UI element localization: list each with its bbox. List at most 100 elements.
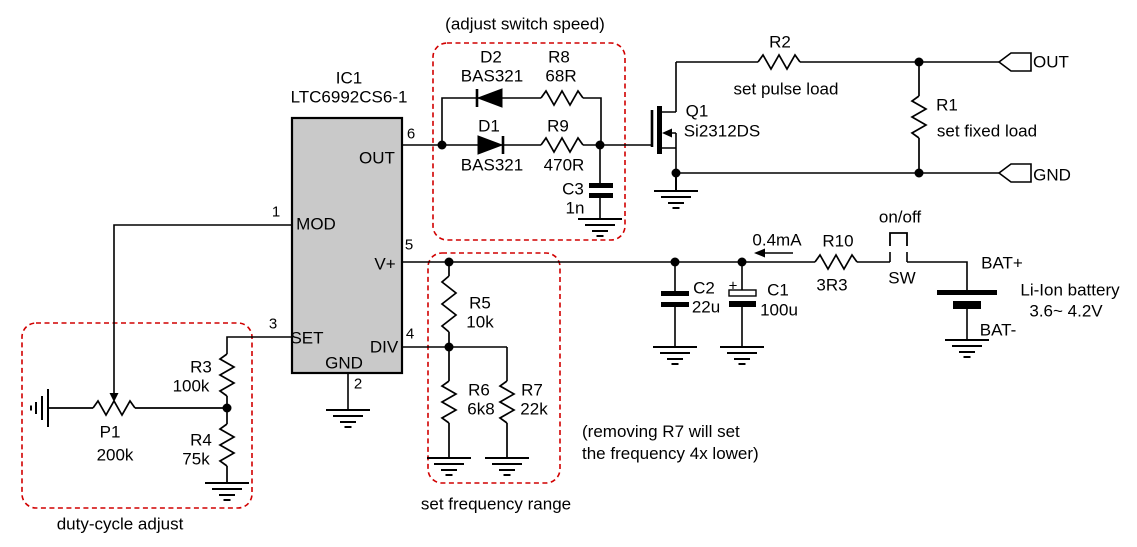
p1-ref: P1: [99, 422, 121, 442]
annotation-duty-cycle: duty-cycle adjust: [56, 514, 184, 534]
switch-sw-symbol: [889, 232, 908, 246]
r10-ref: R10: [822, 231, 854, 251]
terminal-gnd-flag: [997, 163, 1032, 183]
annotation-adjust-switch-speed: (adjust switch speed): [445, 14, 605, 34]
ic-pin-label-mod: MOD: [296, 214, 336, 234]
ground-symbol-q1: [654, 173, 698, 209]
r9-value: 470R: [543, 155, 585, 175]
junction-dots: [222, 57, 924, 413]
ic-pin-label-div: DIV: [369, 337, 399, 357]
sw-ref: SW: [888, 268, 916, 288]
capacitor-c2-symbol: [661, 262, 689, 347]
c1-ref: C1: [767, 280, 789, 300]
r5-ref: R5: [469, 293, 491, 313]
sw-note: on/off: [878, 207, 922, 227]
battery-name: Li-Ion battery: [1020, 280, 1120, 300]
r10-value: 3R3: [816, 275, 848, 295]
r3-ref: R3: [190, 357, 212, 377]
ground-symbol-ic: [326, 409, 370, 428]
ground-symbol-c2: [653, 346, 697, 365]
diode-d2-symbol: [475, 88, 503, 108]
r1-note: set fixed load: [936, 121, 1038, 141]
resistor-r7-symbol: [498, 380, 516, 458]
annotation-removing-r7: (removing R7 will set the frequency 4x l…: [582, 421, 759, 465]
resistor-r1-symbol: [910, 62, 928, 173]
wire-set-net: [226, 336, 292, 354]
r6-ref: R6: [468, 380, 490, 400]
r4-ref: R4: [190, 430, 212, 450]
pin-number-2: 2: [353, 375, 363, 393]
d1-ref: D1: [478, 116, 500, 136]
pin-number-4: 4: [405, 325, 415, 343]
capacitor-c3-symbol: [589, 183, 613, 198]
d2-part: BAS321: [460, 66, 524, 86]
terminal-bat-minus-label: BAT-: [979, 320, 1017, 340]
p1-wiper-arrow: [109, 393, 119, 402]
current-label: 0.4mA: [752, 230, 802, 250]
pin-number-6: 6: [406, 125, 416, 143]
resistor-r9-symbol: [540, 136, 584, 154]
r2-ref: R2: [769, 32, 791, 52]
annotation-freq-range: set frequency range: [420, 494, 572, 514]
annotation-box-freq-range: [427, 252, 561, 484]
c1-polarity: +: [728, 277, 738, 295]
diode-d1-symbol: [477, 135, 505, 155]
current-arrow: [754, 248, 793, 258]
ground-symbol-c3: [578, 218, 622, 237]
annotation-box-duty-cycle: [21, 322, 253, 509]
terminal-out-flag: [997, 52, 1032, 72]
pin-number-3: 3: [268, 315, 278, 333]
terminal-gnd-label: GND: [1033, 165, 1071, 185]
r7-ref: R7: [521, 380, 543, 400]
ic1-ref: IC1: [335, 68, 363, 88]
pin-number-5: 5: [404, 236, 414, 254]
ground-symbol-r7: [485, 457, 529, 476]
r7-value: 22k: [520, 399, 548, 419]
capacitor-c1-symbol: [728, 262, 757, 347]
ground-symbol-p1: [30, 389, 49, 427]
terminal-bat-plus-label: BAT+: [981, 253, 1023, 273]
wire-out-pin6-net: [402, 97, 651, 219]
ic-pin-label-out: OUT: [359, 148, 395, 168]
annotation-removing-r7-line2: the frequency 4x lower): [582, 444, 759, 463]
r9-ref: R9: [547, 116, 569, 136]
resistor-r8-symbol: [540, 89, 584, 107]
resistor-r5-symbol: [440, 262, 458, 347]
wire-mod-net: [113, 224, 292, 394]
q1-part: Si2312DS: [683, 121, 761, 141]
ground-symbol-r4: [205, 482, 249, 501]
c3-value: 1n: [565, 198, 585, 218]
c3-ref: C3: [562, 179, 584, 199]
ground-symbol-r6: [427, 457, 471, 476]
resistor-r6-symbol: [440, 347, 458, 458]
resistor-r10-symbol: [814, 253, 858, 271]
r2-note: set pulse load: [733, 79, 839, 99]
pin-number-1: 1: [271, 203, 281, 221]
r3-value: 100k: [172, 376, 210, 396]
ground-symbol-battery: [945, 339, 989, 358]
mosfet-q1-symbol: [650, 106, 677, 173]
battery-symbol: [937, 290, 997, 340]
annotation-removing-r7-line1: (removing R7 will set: [582, 422, 740, 441]
wire-out-rail: [675, 61, 999, 112]
d2-ref: D2: [480, 47, 502, 67]
c1-value: 100u: [760, 300, 798, 320]
ic-pin-label-set: SET: [290, 328, 324, 348]
c2-value: 22u: [691, 297, 721, 317]
resistor-r2-symbol: [757, 53, 801, 71]
wire-vplus-rail: [402, 252, 968, 290]
r1-ref: R1: [936, 95, 958, 115]
ic1-body: [290, 116, 404, 375]
r5-value: 10k: [466, 312, 494, 332]
r6-value: 6k8: [467, 399, 495, 419]
r8-ref: R8: [548, 47, 570, 67]
potentiometer-p1-symbol: [49, 393, 227, 417]
resistor-r4-symbol: [218, 408, 236, 483]
ic1-part: LTC6992CS6-1: [290, 87, 408, 107]
terminal-out-label: OUT: [1033, 52, 1069, 72]
ic-pin-label-vplus: V+: [374, 254, 396, 274]
wire-div-net: [402, 346, 508, 381]
r8-value: 68R: [545, 66, 577, 86]
